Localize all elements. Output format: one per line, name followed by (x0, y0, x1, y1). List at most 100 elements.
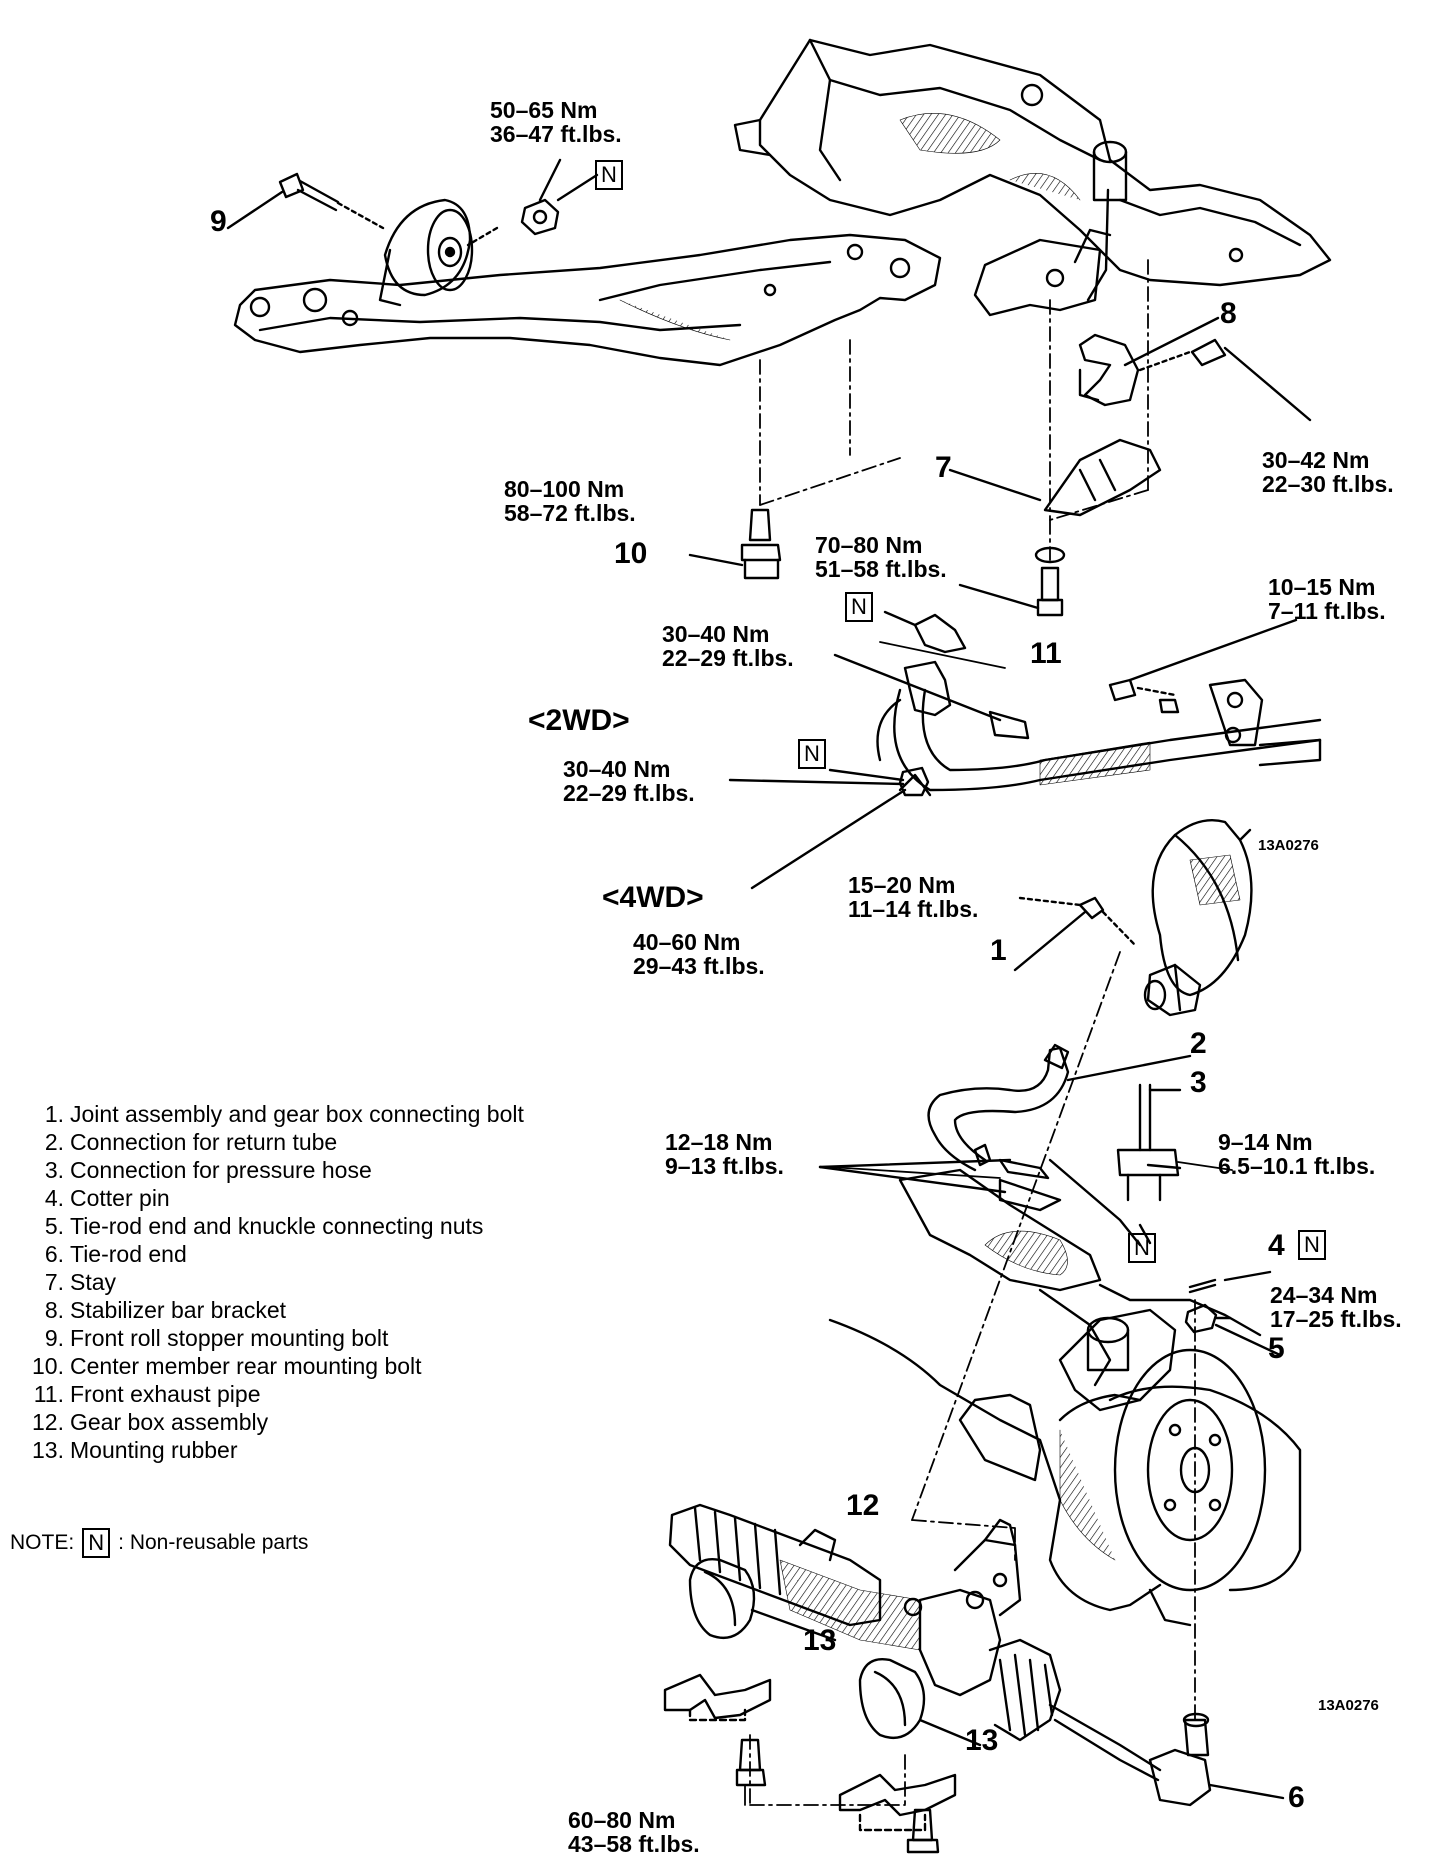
torque-ftlbs: 22–30 ft.lbs. (1262, 471, 1394, 498)
torque-nm: 24–34 Nm (1270, 1282, 1378, 1308)
torque-nm: 80–100 Nm (504, 476, 625, 502)
legend-item-number: 3. (44, 1157, 64, 1183)
torque-spec-exhaust-clamp: 30–40 Nm 22–29 ft.lbs. (662, 622, 794, 670)
callout-3: 3 (1190, 1066, 1207, 1099)
torque-spec-center-member-bolt: 80–100 Nm 58–72 ft.lbs. (504, 477, 636, 525)
legend-item-number: 1. (44, 1101, 64, 1127)
body-frame-rail (733, 38, 1332, 302)
torque-nm: 9–14 Nm (1218, 1129, 1313, 1155)
legend-item-text: Connection for pressure hose (70, 1157, 372, 1183)
legend-item: 1.Joint assembly and gear box connecting… (10, 1100, 620, 1128)
torque-spec-gear-box-mounting: 60–80 Nm 43–58 ft.lbs. (568, 1808, 700, 1856)
callout-10: 10 (614, 537, 648, 570)
legend-item-number: 2. (44, 1129, 64, 1155)
torque-ftlbs: 11–14 ft.lbs. (848, 896, 979, 923)
legend-item-number: 4. (44, 1185, 64, 1211)
torque-nm: 60–80 Nm (568, 1807, 676, 1833)
legend-item-number: 13. (32, 1437, 64, 1463)
callout-9: 9 (210, 205, 227, 238)
tie-rod-end (1148, 1712, 1285, 1807)
torque-nm: 50–65 Nm (490, 97, 598, 123)
legend-item: 8.Stabilizer bar bracket (10, 1296, 620, 1324)
legend-item-text: Center member rear mounting bolt (70, 1353, 422, 1379)
legend-item: 3.Connection for pressure hose (10, 1156, 620, 1184)
non-reusable-mark: N (82, 1528, 111, 1558)
variant-label-2wd: <2WD> (528, 704, 630, 737)
torque-nm: 30–40 Nm (662, 621, 770, 647)
legend-item-number: 9. (44, 1325, 64, 1351)
torque-leader-lines (744, 641, 1233, 1806)
non-reusable-mark: N (595, 160, 623, 190)
torque-ftlbs: 51–58 ft.lbs. (815, 556, 947, 583)
legend-item-text: Joint assembly and gear box connecting b… (70, 1101, 524, 1127)
stay-bracket (948, 438, 1162, 517)
torque-nm: 30–40 Nm (563, 756, 671, 782)
torque-spec-pressure-hose: 9–14 Nm 6.5–10.1 ft.lbs. (1218, 1130, 1375, 1178)
legend-item-text: Front roll stopper mounting bolt (70, 1325, 389, 1351)
legend-item-text: Cotter pin (70, 1185, 170, 1211)
torque-spec-joint-bolt: 15–20 Nm 11–14 ft.lbs. (848, 873, 978, 921)
legend-item-text: Mounting rubber (70, 1437, 238, 1463)
callout-5: 5 (1268, 1332, 1285, 1365)
front-exhaust-pipe (876, 618, 1322, 797)
torque-ftlbs: 43–58 ft.lbs. (568, 1831, 700, 1857)
legend-item-number: 8. (44, 1297, 64, 1323)
callout-4: 4 (1268, 1229, 1285, 1262)
figure-code-upper: 13A0276 (1258, 837, 1319, 854)
callout-13-right: 13 (965, 1724, 999, 1757)
steering-gear-box (668, 1503, 1162, 1782)
non-reusable-mark: N (798, 739, 826, 769)
return-tube (927, 1043, 1192, 1172)
legend-item-number: 10. (32, 1353, 64, 1379)
legend-item-number: 11. (33, 1381, 64, 1407)
legend-item: 2.Connection for return tube (10, 1128, 620, 1156)
torque-ftlbs: 36–47 ft.lbs. (490, 121, 622, 148)
legend-item-text: Connection for return tube (70, 1129, 338, 1155)
torque-spec-stabilizer-bracket: 30–42 Nm 22–30 ft.lbs. (1262, 448, 1394, 496)
callout-12: 12 (846, 1489, 880, 1522)
legend-item: 10.Center member rear mounting bolt (10, 1352, 620, 1380)
note-non-reusable: NOTE: N : Non-reusable parts (10, 1528, 308, 1558)
legend-item-text: Front exhaust pipe (70, 1381, 261, 1407)
legend-item-number: 7. (44, 1269, 64, 1295)
legend-item: 5.Tie-rod end and knuckle connecting nut… (10, 1212, 620, 1240)
figure-code-lower: 13A0276 (1318, 1697, 1379, 1714)
legend-item: 9.Front roll stopper mounting bolt (10, 1324, 620, 1352)
torque-ftlbs: 7–11 ft.lbs. (1268, 598, 1386, 625)
note-text: : Non-reusable parts (118, 1531, 309, 1554)
legend-item: 12.Gear box assembly (10, 1408, 620, 1436)
legend-item-number: 5. (44, 1213, 64, 1239)
non-reusable-mark: N (845, 592, 873, 622)
torque-ftlbs: 17–25 ft.lbs. (1270, 1306, 1402, 1333)
torque-spec-gear-box-fittings: 12–18 Nm 9–13 ft.lbs. (665, 1130, 784, 1178)
non-reusable-nut (466, 158, 599, 247)
torque-nm: 15–20 Nm (848, 872, 956, 898)
torque-spec-roll-stopper-nut: 50–65 Nm 36–47 ft.lbs. (490, 98, 622, 146)
torque-ftlbs: 22–29 ft.lbs. (662, 645, 794, 672)
torque-ftlbs: 9–13 ft.lbs. (665, 1153, 784, 1180)
pressure-hose (1116, 1083, 1182, 1202)
callout-13-left: 13 (803, 1624, 837, 1657)
center-member-crossmember (233, 233, 942, 367)
non-reusable-mark: N (1298, 1230, 1326, 1260)
mounting-rubbers-and-brackets (663, 1558, 982, 1854)
exhaust-clamp (833, 610, 1030, 740)
legend-item-text: Gear box assembly (70, 1409, 269, 1435)
legend-item-text: Stay (70, 1269, 117, 1295)
torque-nm: 10–15 Nm (1268, 574, 1376, 600)
non-reusable-mark: N (1128, 1233, 1156, 1263)
roll-stopper-bolt (226, 172, 385, 230)
torque-nm: 40–60 Nm (633, 929, 741, 955)
stay-mounting-bolt (958, 546, 1066, 617)
torque-nm: 70–80 Nm (815, 532, 923, 558)
callout-11: 11 (1030, 637, 1062, 670)
note-prefix: NOTE: (10, 1531, 75, 1554)
legend-item-text: Tie-rod end (70, 1241, 187, 1267)
legend-item-number: 6. (44, 1241, 64, 1267)
torque-nm: 30–42 Nm (1262, 447, 1370, 473)
torque-spec-stay-bolt: 70–80 Nm 51–58 ft.lbs. (815, 533, 947, 581)
callout-8: 8 (1220, 297, 1237, 330)
legend-item-number: 12. (32, 1409, 64, 1435)
callout-6: 6 (1288, 1781, 1305, 1814)
